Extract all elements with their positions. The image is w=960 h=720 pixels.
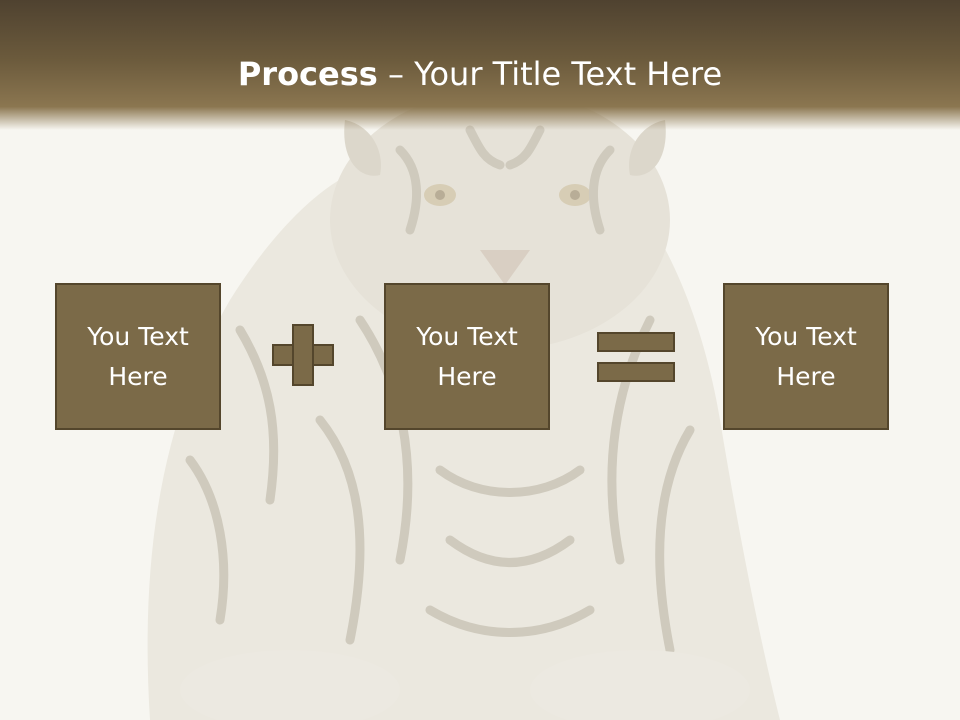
process-box-1[interactable]: You Text Here bbox=[55, 283, 221, 430]
process-box-text: You Text Here bbox=[755, 321, 857, 391]
plus-icon bbox=[272, 324, 334, 386]
process-box-text: You Text Here bbox=[87, 321, 189, 391]
title-bold-text: Process bbox=[237, 55, 378, 93]
equals-icon bbox=[597, 332, 675, 382]
slide-title: Process – Your Title Text Here bbox=[0, 52, 960, 96]
process-box-text: You Text Here bbox=[416, 321, 518, 391]
title-band bbox=[0, 0, 960, 130]
process-box-3[interactable]: You Text Here bbox=[723, 283, 889, 430]
title-rest-text: – Your Title Text Here bbox=[377, 55, 723, 93]
process-box-2[interactable]: You Text Here bbox=[384, 283, 550, 430]
